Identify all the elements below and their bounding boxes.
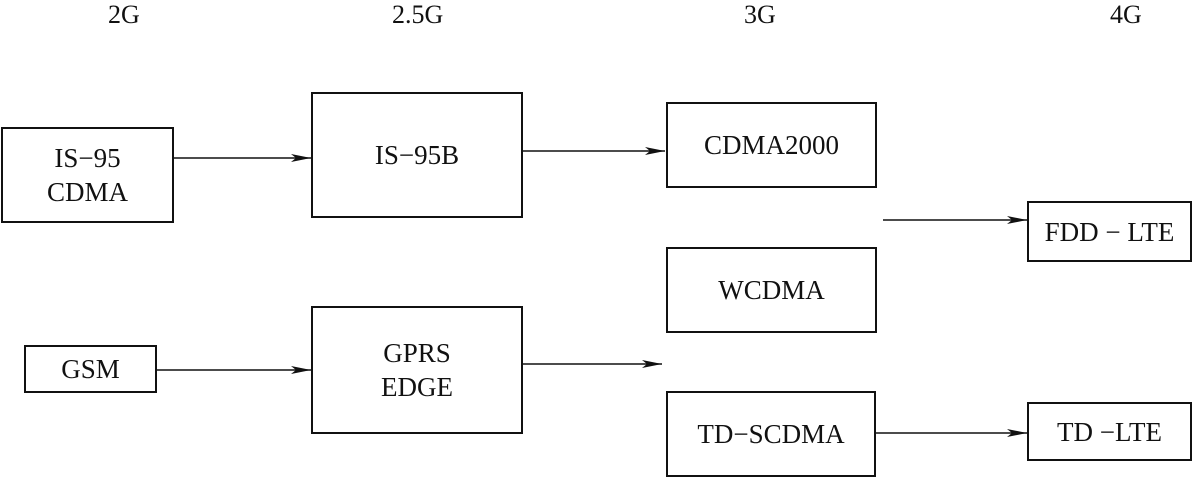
header-3g: 3G [744,0,776,29]
node-gprs-edge: GPRS EDGE [311,306,523,434]
node-is95b: IS−95B [311,92,523,218]
header-2-5g: 2.5G [392,0,444,29]
node-wcdma-label: WCDMA [718,275,825,305]
node-td-lte: TD −LTE [1027,402,1192,461]
header-4g: 4G [1110,0,1142,29]
node-fdd-lte: FDD − LTE [1027,201,1192,262]
node-wcdma: WCDMA [666,247,877,333]
node-cdma2000: CDMA2000 [666,102,877,188]
header-2g: 2G [108,0,140,29]
node-fdd-lte-label: FDD − LTE [1044,216,1175,247]
node-gprs-edge-label: GPRS EDGE [381,338,453,402]
node-gsm: GSM [24,345,157,393]
node-gsm-label: GSM [61,354,120,384]
node-is95-cdma: IS−95 CDMA [1,127,174,223]
node-cdma2000-label: CDMA2000 [703,130,839,160]
node-td-scdma-label: TD−SCDMA [697,419,845,449]
node-is95-cdma-label: IS−95 CDMA [46,143,128,207]
node-is95b-label: IS−95B [374,140,460,170]
node-td-lte-label: TD −LTE [1057,416,1162,447]
node-td-scdma: TD−SCDMA [666,391,876,477]
